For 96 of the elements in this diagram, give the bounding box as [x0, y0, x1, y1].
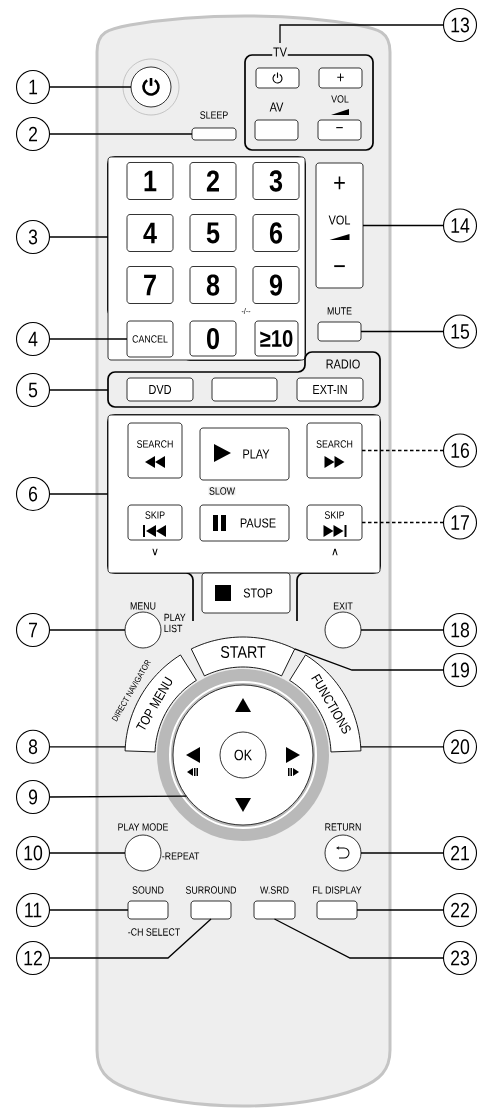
callout-number: 15: [442, 314, 478, 349]
button: FL DISPLAY: [313, 886, 362, 920]
node-label: SURROUND: [185, 886, 237, 894]
button: +: [318, 67, 363, 89]
round-button: PLAY MODE -REPEAT: [118, 823, 200, 872]
node-label: AV: [269, 102, 284, 112]
node-label: SOUND: [132, 886, 164, 894]
button: + VOL −: [315, 162, 364, 289]
leader-line: [48, 389, 109, 391]
button: EXT-IN: [296, 377, 364, 402]
button: 5: [189, 214, 237, 252]
button: 3: [252, 162, 300, 200]
leader-line: [48, 909, 129, 911]
leader-line: [294, 648, 445, 671]
callout-number: 23: [442, 940, 478, 976]
node-label: EXIT: [333, 602, 353, 610]
button: 8: [189, 266, 237, 304]
callout-number: 1: [15, 69, 51, 105]
callout-number: 10: [15, 835, 51, 871]
callout-number: 19: [442, 652, 478, 688]
callout-number: 17: [442, 505, 478, 540]
button: 1: [126, 162, 174, 200]
button: W.SRD: [253, 886, 296, 920]
button: SOUND -CH SELECT: [127, 886, 180, 936]
button: 9: [252, 266, 300, 304]
callout-number: 5: [15, 372, 51, 408]
arc-button: START: [190, 636, 296, 677]
callout-number: 3: [15, 219, 51, 255]
leader-line: [362, 224, 445, 227]
leader-line: [48, 795, 187, 798]
button: [255, 67, 300, 89]
leader-line: [360, 746, 445, 748]
button: DVD: [126, 377, 194, 402]
callout-number: 14: [442, 208, 478, 243]
leader-line: [360, 330, 445, 333]
node-label: MENU: [130, 602, 156, 610]
node-label: RETURN: [325, 823, 361, 831]
leader-line: [279, 24, 445, 44]
callout-number: 20: [442, 729, 478, 764]
leader-line: [360, 629, 445, 631]
button: CANCEL: [126, 320, 174, 358]
callout-number: 12: [15, 940, 51, 976]
node-label: SLEEP: [200, 111, 228, 119]
leader-line: [48, 852, 126, 854]
button: 2: [189, 162, 237, 200]
button: MUTE: [317, 307, 362, 342]
leader-line: [48, 86, 132, 88]
leader-line: [361, 521, 445, 524]
node-label: -/--: [241, 307, 251, 315]
leader-line: [48, 918, 212, 959]
button: 6: [252, 214, 300, 252]
node-label: PLAY LIST: [164, 613, 186, 633]
button: STOP: [201, 572, 291, 614]
button: VOL −: [317, 95, 362, 141]
leader-line: [273, 918, 445, 959]
leader-line: [48, 629, 126, 631]
node-label: FL DISPLAY: [313, 886, 362, 894]
round-button: MENU PLAY LIST: [124, 602, 186, 649]
callout-number: 9: [15, 779, 51, 815]
round-button: EXIT: [324, 602, 362, 649]
callout-number: 11: [15, 892, 51, 928]
callout-number: 16: [442, 433, 478, 468]
button: SURROUND: [185, 886, 237, 920]
node-label: VOL: [331, 95, 349, 103]
button: 7: [126, 266, 174, 304]
node-label: W.SRD: [260, 886, 289, 894]
callout-number: 6: [15, 476, 51, 512]
callout-number: 4: [15, 321, 51, 357]
button: 0: [189, 320, 237, 357]
power-button: [122, 58, 180, 116]
callout-number: 22: [442, 892, 478, 928]
button: SLEEP: [191, 111, 237, 141]
round-button: OK: [219, 731, 267, 779]
callout-number: 8: [15, 729, 51, 764]
button: 4: [126, 214, 174, 252]
leader-line: [356, 909, 445, 911]
leader-line: [48, 133, 193, 135]
node-label: PLAY MODE: [118, 823, 169, 831]
round-button: RETURN: [324, 823, 362, 872]
node-label: MUTE: [327, 307, 352, 315]
button: [211, 377, 278, 402]
button: AV: [254, 102, 299, 141]
callout-number: 7: [15, 612, 51, 648]
callout-number: 2: [15, 116, 51, 152]
callout-number: 18: [442, 612, 478, 648]
button: ≥10 -/--: [241, 307, 299, 357]
leader-line: [360, 852, 445, 854]
leader-line: [48, 338, 128, 340]
node-label: -REPEAT: [162, 852, 200, 860]
leader-line: [48, 746, 126, 748]
node-label: -CH SELECT: [128, 928, 180, 936]
leader-line: [48, 236, 109, 238]
leader-line: [361, 449, 445, 452]
callout-number: 21: [442, 835, 478, 871]
leader-line: [48, 493, 109, 495]
callout-number: 13: [442, 7, 478, 43]
